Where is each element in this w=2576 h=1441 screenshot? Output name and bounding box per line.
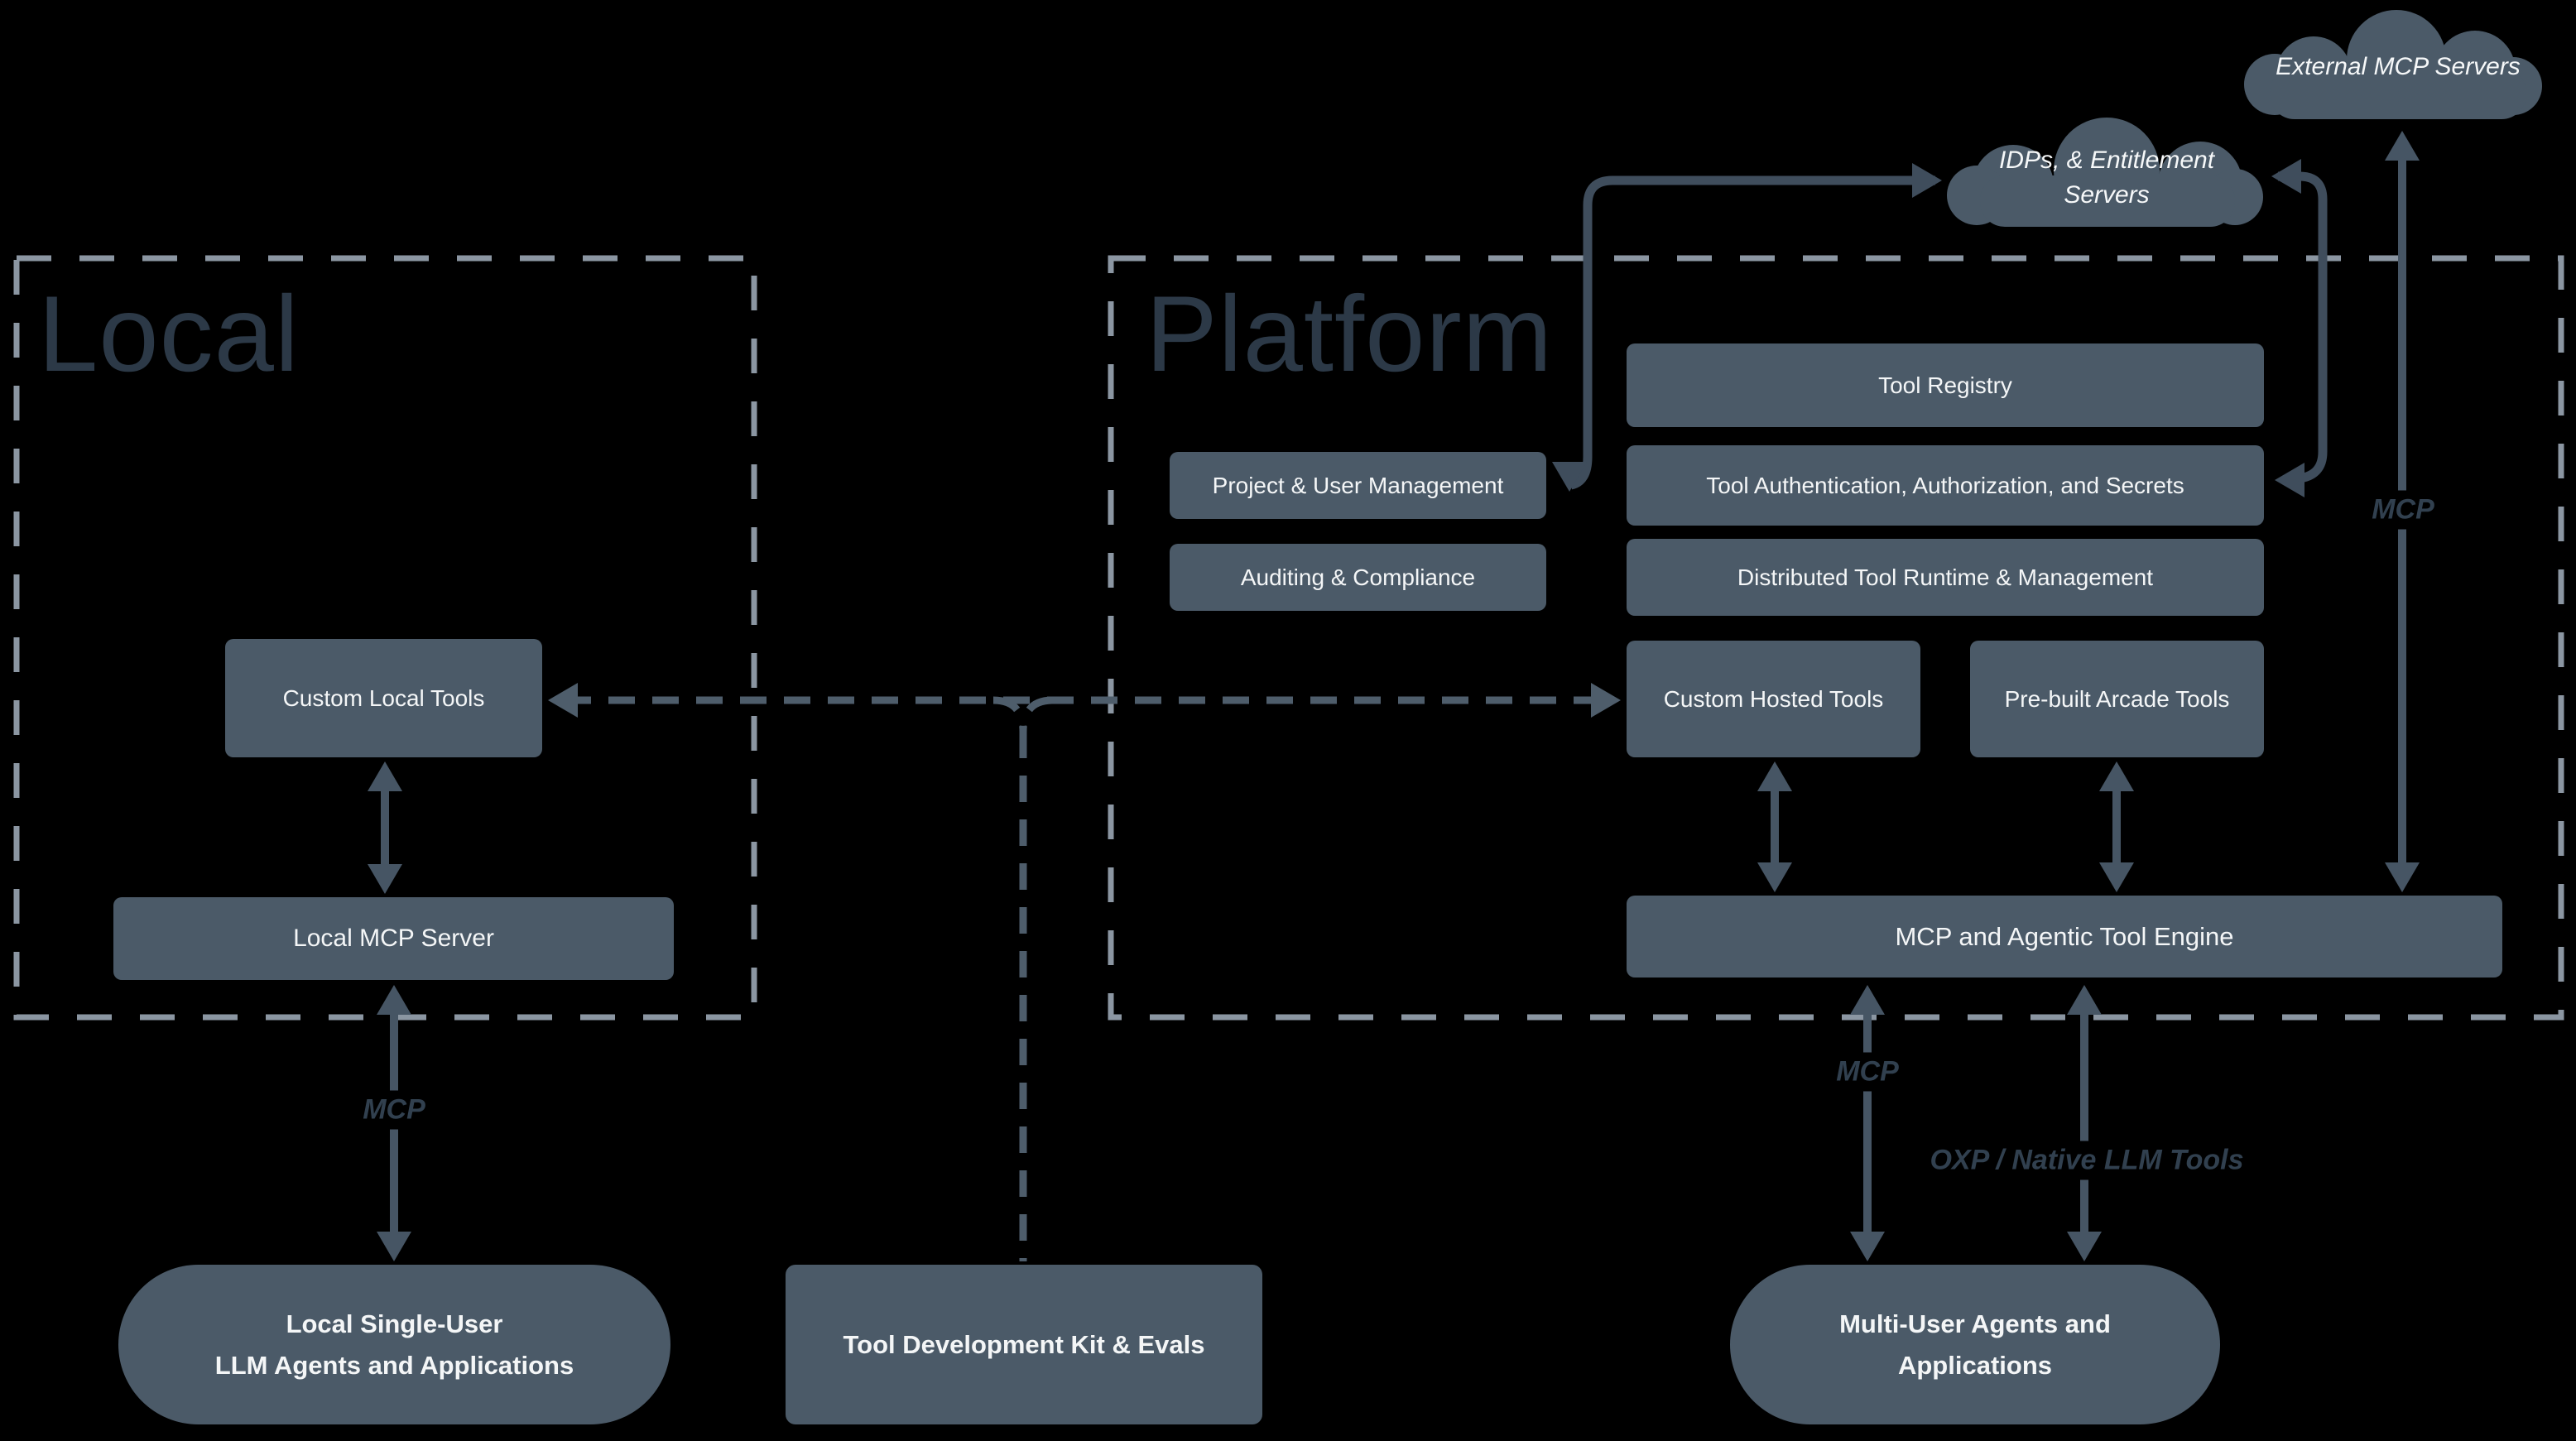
- edge-label-oxp: OXP / Native LLM Tools: [1918, 1141, 2256, 1180]
- edge-label-mcp-multi: MCP: [1824, 1052, 1910, 1092]
- node-label: Local Single-User LLM Agents and Applica…: [214, 1309, 574, 1380]
- node-label: Tool Development Kit & Evals: [843, 1329, 1205, 1359]
- node-auditing-compliance: Auditing & Compliance: [1170, 544, 1546, 611]
- external-mcp-cloud-shape: [2244, 10, 2542, 119]
- node-label: Pre-built Arcade Tools: [2004, 685, 2230, 712]
- external-mcp-cloud-label: External MCP Servers: [2276, 53, 2521, 80]
- connector-toolauth-idps-heads: [2271, 159, 2304, 497]
- node-label: Custom Local Tools: [282, 684, 485, 711]
- connector-toolauth-idps: [2278, 171, 2328, 485]
- node-label: Tool Authentication, Authorization, and …: [1706, 472, 2184, 498]
- idps-cloud-label: IDPs, & Entitlement Servers: [1998, 147, 2215, 209]
- platform-region-title: Platform: [1146, 273, 1554, 394]
- node-tool-authentication: Tool Authentication, Authorization, and …: [1627, 445, 2264, 526]
- idps-cloud-shape: [1947, 118, 2263, 227]
- dashed-connector-tools: [565, 696, 1609, 1261]
- node-prebuilt-arcade-tools: Pre-built Arcade Tools: [1970, 641, 2264, 757]
- node-label: Auditing & Compliance: [1240, 564, 1476, 590]
- node-local-single-user-agents: Local Single-User LLM Agents and Applica…: [118, 1265, 670, 1424]
- node-label: Project & User Management: [1212, 472, 1504, 498]
- arrow-prebuilt-engine: [2099, 761, 2134, 892]
- node-distributed-runtime: Distributed Tool Runtime & Management: [1627, 539, 2264, 616]
- dashed-connector-arrowheads: [548, 683, 1621, 718]
- edge-label-mcp-external: MCP: [2360, 490, 2446, 530]
- arrow-customlocal-localmcp: [368, 761, 402, 894]
- node-label: Local MCP Server: [293, 925, 494, 952]
- platform-region-border: [1108, 255, 2564, 1021]
- connector-projectmgmt-idps-heads: [1552, 163, 1942, 492]
- node-label: Tool Registry: [1878, 372, 2012, 398]
- node-label: MCP and Agentic Tool Engine: [1895, 921, 2234, 951]
- node-mcp-agentic-tool-engine: MCP and Agentic Tool Engine: [1627, 896, 2502, 977]
- node-label: Multi-User Agents and Applications: [1839, 1309, 2111, 1380]
- arrow-hosted-engine: [1757, 761, 1792, 892]
- node-label: Distributed Tool Runtime & Management: [1737, 564, 2154, 590]
- connector-projectmgmt-idps: [1569, 175, 1935, 490]
- node-custom-hosted-tools: Custom Hosted Tools: [1627, 641, 1920, 757]
- local-region-border: [13, 255, 757, 1021]
- node-tool-registry: Tool Registry: [1627, 343, 2264, 427]
- node-custom-local-tools: Custom Local Tools: [225, 639, 542, 757]
- edge-label-mcp-local: MCP: [351, 1090, 437, 1130]
- node-label: Custom Hosted Tools: [1663, 685, 1884, 712]
- arrow-engine-multiuser-mcp: [1850, 985, 1885, 1261]
- node-local-mcp-server: Local MCP Server: [113, 897, 674, 980]
- local-region-title: Local: [38, 273, 300, 394]
- node-project-user-management: Project & User Management: [1170, 452, 1546, 519]
- node-tool-development-kit: Tool Development Kit & Evals: [786, 1265, 1262, 1424]
- arrow-engine-multiuser-oxp: [2067, 985, 2102, 1261]
- node-multi-user-agents: Multi-User Agents and Applications: [1730, 1265, 2220, 1424]
